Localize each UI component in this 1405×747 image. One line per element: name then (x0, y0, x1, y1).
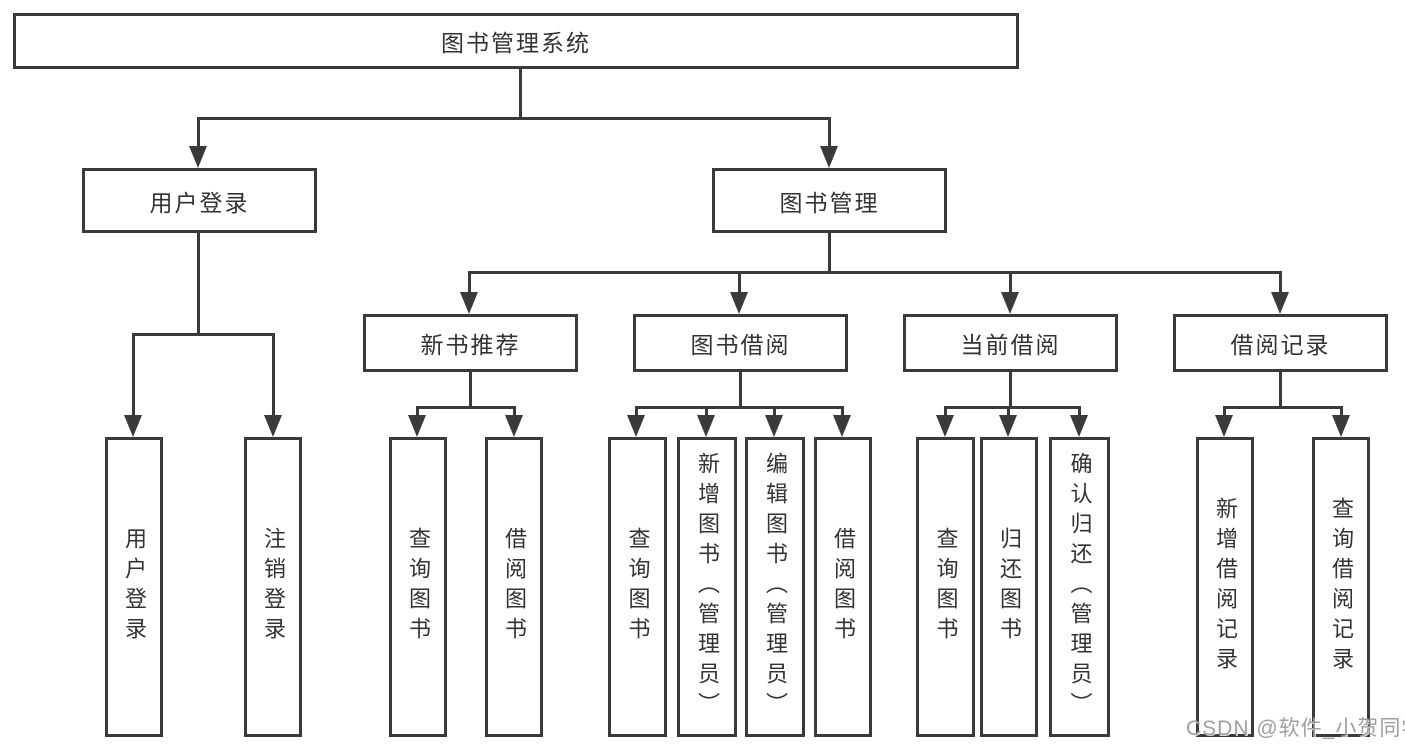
connector-line (944, 406, 1081, 409)
arrowhead-icon (264, 415, 282, 437)
arrowhead-icon (1271, 292, 1289, 314)
node-new-book-recommend: 新书推荐 (363, 314, 578, 372)
connector-line (197, 233, 200, 336)
connector-line (1223, 406, 1343, 409)
leaf-user-login: 用户登录 (105, 437, 163, 737)
node-borrowing-records: 借阅记录 (1173, 314, 1388, 372)
leaf-query-books-recommend: 查询图书 (389, 437, 447, 737)
node-book-management: 图书管理 (712, 168, 947, 233)
connector-line (468, 271, 1282, 274)
arrowhead-icon (1070, 415, 1088, 437)
node-label: 图书管理系统 (441, 30, 591, 56)
connector-line (738, 271, 741, 293)
arrowhead-icon (999, 415, 1017, 437)
connector-line (635, 406, 844, 409)
node-user-login: 用户登录 (82, 168, 317, 233)
connector-line (635, 406, 638, 416)
node-label: 查询图书 (933, 527, 959, 647)
node-label: 借阅图书 (831, 527, 856, 647)
node-label: 图书借阅 (690, 332, 791, 358)
node-label: 借阅图书 (502, 527, 527, 647)
connector-line (1007, 406, 1010, 416)
connector-line (841, 406, 844, 416)
node-label: 查询借阅记录 (1329, 497, 1354, 677)
node-label: 新书推荐 (420, 332, 521, 358)
connector-line (1009, 372, 1012, 409)
leaf-query-books-current: 查询图书 (916, 437, 975, 737)
node-label: 确认归还（管理员） (1067, 452, 1093, 722)
node-label: 注销登录 (261, 527, 286, 647)
arrowhead-icon (1332, 415, 1350, 437)
leaf-logout: 注销登录 (244, 437, 302, 737)
connector-line (773, 406, 776, 416)
connector-line (944, 406, 947, 416)
connector-line (469, 372, 472, 409)
connector-line (468, 271, 471, 293)
connector-line (1223, 406, 1226, 416)
node-root: 图书管理系统 (13, 13, 1019, 69)
leaf-borrow-books-borrow: 借阅图书 (814, 437, 872, 737)
node-label: 图书管理 (779, 189, 880, 216)
node-label: 查询图书 (625, 527, 651, 647)
connector-line (1340, 406, 1343, 416)
connector-line (197, 117, 831, 120)
connector-line (1279, 271, 1282, 293)
leaf-return-books: 归还图书 (980, 437, 1038, 737)
arrowhead-icon (765, 415, 783, 437)
node-label: 用户登录 (149, 189, 250, 216)
node-label: 新增图书（管理员） (695, 452, 720, 722)
node-label: 借阅记录 (1230, 332, 1331, 358)
arrowhead-icon (627, 415, 645, 437)
arrowhead-icon (460, 292, 478, 314)
node-label: 归还图书 (997, 527, 1022, 647)
connector-line (416, 406, 516, 409)
connector-line (828, 233, 831, 274)
connector-line (513, 406, 516, 416)
arrowhead-icon (1001, 292, 1019, 314)
leaf-edit-book-admin: 编辑图书（管理员） (745, 437, 805, 737)
leaf-query-borrow-record: 查询借阅记录 (1312, 437, 1370, 737)
node-label: 编辑图书（管理员） (763, 452, 788, 722)
leaf-confirm-return-admin: 确认归还（管理员） (1049, 437, 1110, 737)
leaf-query-books-borrow: 查询图书 (608, 437, 667, 737)
arrowhead-icon (936, 415, 954, 437)
leaf-borrow-books-recommend: 借阅图书 (485, 437, 543, 737)
arrowhead-icon (189, 146, 207, 168)
arrowhead-icon (1215, 415, 1233, 437)
connector-line (416, 406, 419, 416)
arrowhead-icon (820, 146, 838, 168)
connector-line (1009, 271, 1012, 293)
connector-line (1078, 406, 1081, 416)
node-label: 新增借阅记录 (1213, 497, 1238, 677)
node-book-borrowing: 图书借阅 (633, 314, 848, 372)
leaf-add-book-admin: 新增图书（管理员） (677, 437, 737, 737)
connector-line (1279, 372, 1282, 409)
connector-line (828, 117, 831, 146)
node-current-borrowing: 当前借阅 (903, 314, 1118, 372)
arrowhead-icon (697, 415, 715, 437)
arrowhead-icon (408, 415, 426, 437)
connector-line (272, 333, 275, 415)
arrowhead-icon (730, 292, 748, 314)
connector-line (132, 333, 275, 336)
connector-line (132, 333, 135, 415)
arrowhead-icon (833, 415, 851, 437)
node-label: 查询图书 (406, 527, 431, 647)
arrowhead-icon (505, 415, 523, 437)
csdn-watermark: CSDN @软件_小贺同学 (1186, 717, 1405, 740)
connector-line (739, 372, 742, 409)
node-label: 用户登录 (122, 527, 147, 647)
connector-line (197, 117, 200, 146)
connector-line (705, 406, 708, 416)
connector-line (519, 69, 522, 120)
arrowhead-icon (124, 415, 142, 437)
node-label: 当前借阅 (960, 332, 1061, 358)
leaf-add-borrow-record: 新增借阅记录 (1196, 437, 1254, 737)
